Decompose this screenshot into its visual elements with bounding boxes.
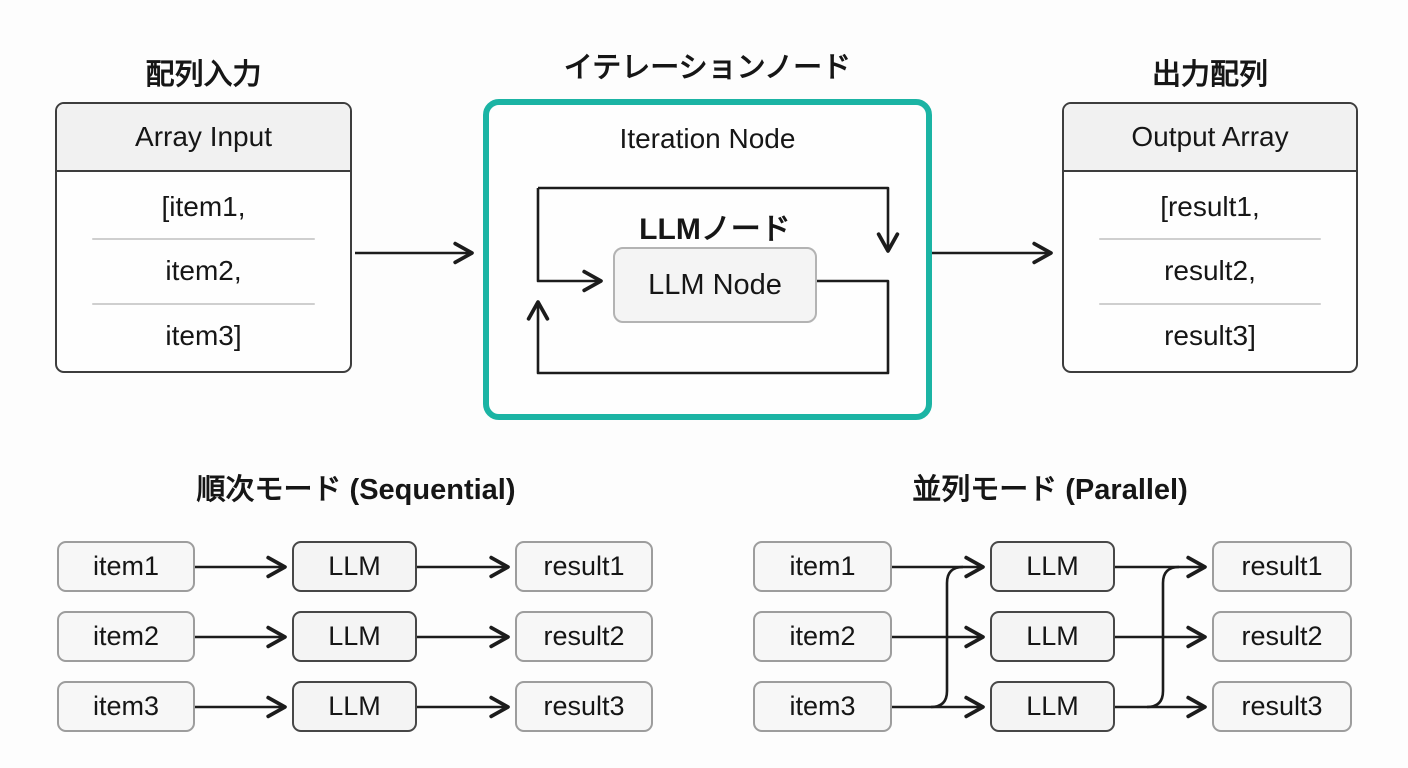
par-cross-connector-left [930, 565, 964, 709]
loop-return-arrow [526, 279, 890, 375]
loop-entry-arrow [536, 188, 603, 293]
par-cross-connector-right [1146, 565, 1180, 709]
loop-top-arrow [538, 186, 900, 253]
